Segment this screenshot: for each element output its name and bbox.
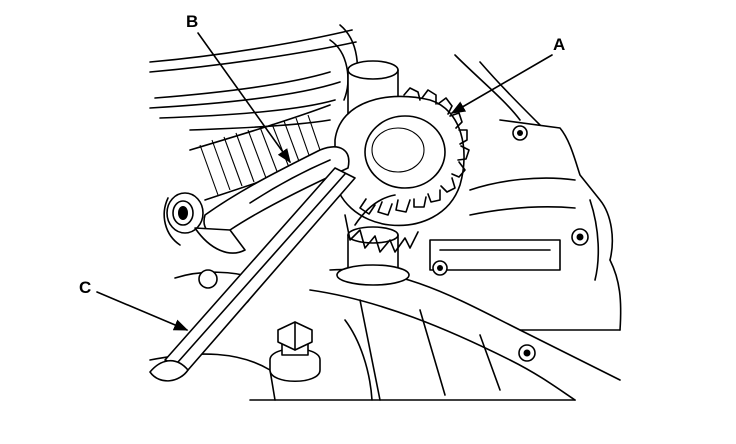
gear-a bbox=[334, 87, 470, 253]
callout-label-b: B bbox=[186, 12, 199, 31]
leader-c bbox=[96, 291, 189, 331]
leader-a bbox=[450, 54, 553, 114]
callout-leaders bbox=[96, 32, 553, 331]
callout-label-c: C bbox=[79, 278, 92, 297]
shift-fork bbox=[163, 146, 350, 254]
leader-b bbox=[197, 32, 291, 164]
feeler-gauge bbox=[149, 167, 356, 382]
upper-gear-cluster bbox=[149, 24, 359, 201]
callout-label-a: A bbox=[553, 35, 566, 54]
bolt bbox=[269, 321, 321, 382]
